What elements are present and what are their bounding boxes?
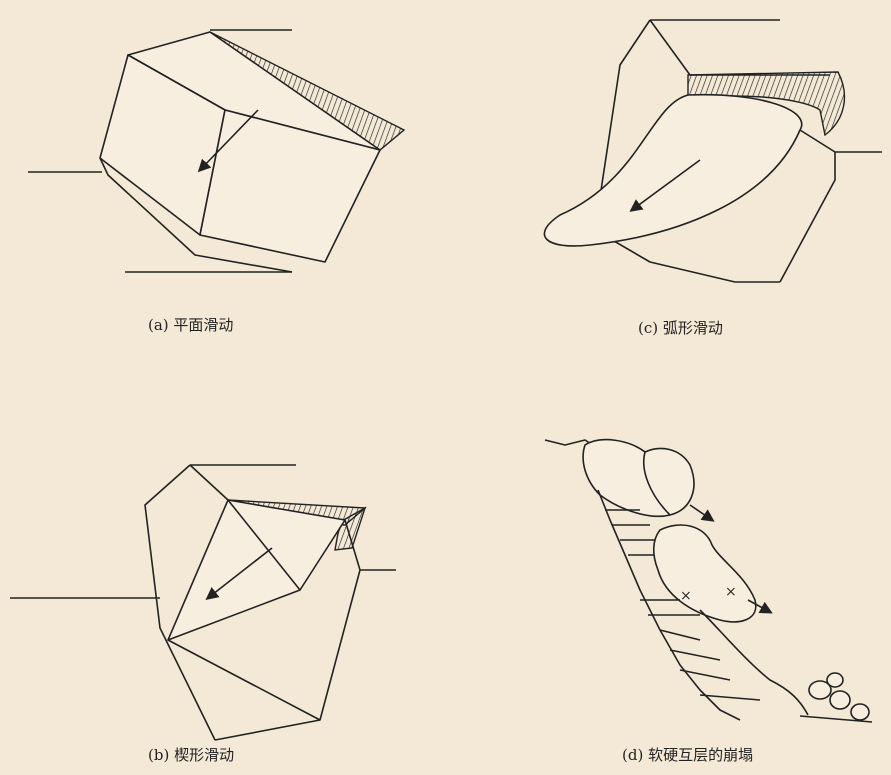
svg-text:×: × bbox=[725, 584, 737, 600]
caption-interbedded-collapse: (d) 软硬互层的崩塌 bbox=[622, 746, 754, 764]
svg-text:×: × bbox=[680, 588, 692, 604]
caption-wedge-sliding: (b) 楔形滑动 bbox=[148, 746, 235, 764]
diagram-plane-sliding bbox=[28, 29, 406, 273]
caption-arc-sliding: (c) 弧形滑动 bbox=[638, 319, 723, 337]
diagram-arc-sliding bbox=[543, 19, 882, 283]
diagram-interbedded-collapse: × × bbox=[544, 438, 873, 723]
diagram-wedge-sliding bbox=[10, 464, 396, 741]
caption-plane-sliding: (a) 平面滑动 bbox=[148, 316, 234, 334]
